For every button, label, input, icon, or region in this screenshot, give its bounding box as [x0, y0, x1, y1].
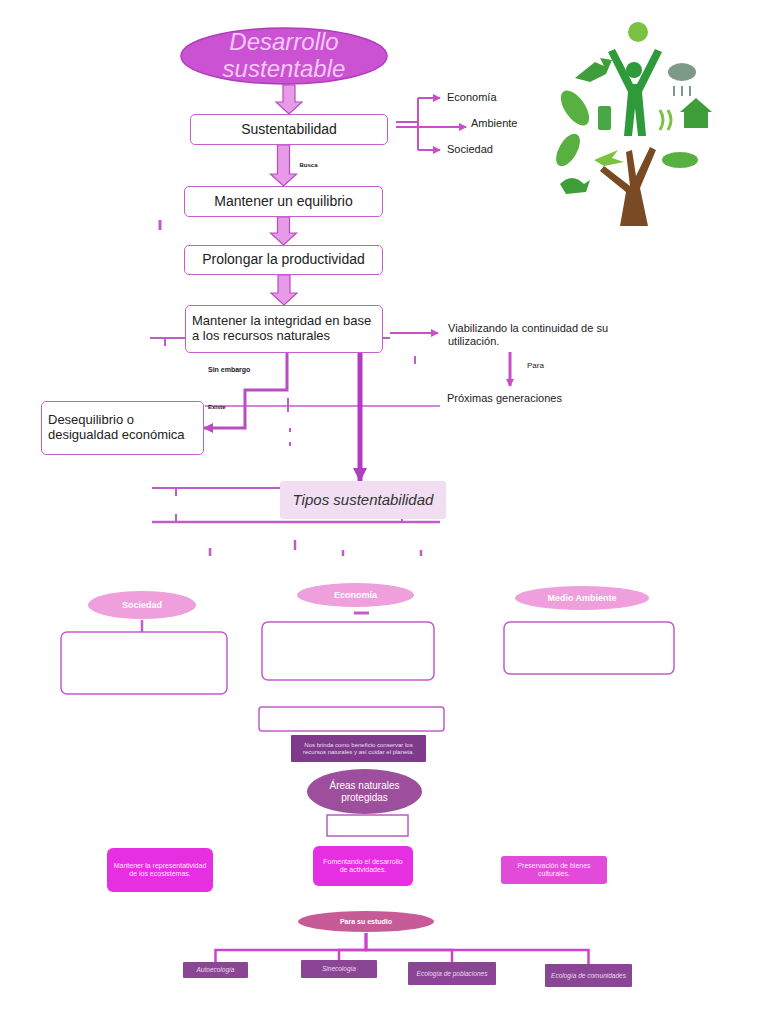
ecology-box: Ecología de comunidades	[545, 964, 632, 987]
node-text: Preservación de bienes culturales.	[507, 862, 601, 878]
node-text: Autoecología	[197, 966, 235, 973]
edge-label: Existe	[208, 404, 226, 411]
topic-ellipse: Áreas naturales protegidas	[306, 768, 423, 815]
note-box: Nos brinda como beneficio conservar los …	[291, 735, 426, 762]
leaf-icon	[551, 130, 585, 170]
empty-box	[262, 622, 434, 680]
branch-arrow	[396, 126, 466, 128]
objective-box: Mantener la representatividad de los eco…	[107, 848, 213, 892]
ecology-box: Sinecología	[301, 960, 377, 978]
category-ellipse: Medio Ambiente	[514, 585, 650, 611]
ecology-box: Ecología de poblaciones	[408, 962, 496, 985]
branch-arrow	[418, 149, 440, 151]
node-text: Áreas naturales protegidas	[316, 780, 413, 802]
ellipse-shape	[297, 583, 414, 607]
branch-arrow	[418, 97, 440, 99]
rain-icon	[674, 86, 690, 96]
node-text: Mantener la representatividad de los eco…	[113, 862, 207, 878]
connector-stub	[141, 620, 144, 632]
band-line	[152, 521, 440, 524]
cloud-icon	[668, 63, 696, 81]
annotation-label: Para	[527, 361, 567, 371]
node-text: Nos brinda como beneficio conservar los …	[297, 742, 420, 755]
tick-mark	[159, 220, 162, 230]
node-text: Desarrollo sustentable	[190, 29, 378, 83]
empty-box	[61, 632, 227, 694]
empty-box	[327, 815, 408, 836]
annotation-label: Próximas generaciones	[447, 392, 622, 405]
objective-box: Fomentando el desarrollo de actividades.	[313, 846, 413, 886]
leader-arrow	[390, 332, 438, 334]
ellipse-shape	[515, 586, 649, 610]
leaf-icon	[662, 152, 698, 168]
ellipse-shape	[298, 911, 434, 932]
category-ellipse: Sociedad	[87, 590, 197, 620]
annotation-label: Ambiente	[471, 117, 561, 130]
tick-marks	[210, 540, 421, 556]
process-box: Prolongar la productividad	[184, 245, 383, 275]
house-icon	[680, 98, 712, 128]
objective-box: Preservación de bienes culturales.	[501, 856, 607, 884]
lizard-icon	[594, 150, 624, 166]
connector-arrow	[271, 217, 297, 245]
edge-label: Busca	[300, 162, 318, 169]
connector-arrow	[276, 85, 302, 114]
stray-line	[205, 405, 440, 407]
leaf-icon	[555, 86, 594, 130]
bottle-icon	[598, 106, 611, 130]
wave-icon	[660, 110, 671, 130]
node-text: Desequilibrio o desigualdad económica	[48, 413, 197, 442]
tree-illustration	[551, 22, 712, 226]
process-box: Mantener la integridad en base a los rec…	[185, 305, 383, 353]
annotation-label: Economía	[447, 91, 537, 104]
process-box: Desequilibrio o desigualdad económica	[41, 401, 204, 455]
node-text: Sinecología	[322, 965, 356, 972]
connector-arrow	[204, 353, 287, 428]
connector-arrow	[271, 145, 297, 186]
deer-icon	[575, 58, 612, 82]
node-text: Sustentabilidad	[241, 122, 337, 138]
node-text: Para su estudio	[340, 918, 392, 926]
connector-arrow	[366, 933, 589, 964]
node-text: Mantener la integridad en base a los rec…	[192, 314, 376, 343]
heading-band: Tipos sustentabilidad	[280, 481, 446, 519]
connector-arrow	[339, 933, 366, 960]
empty-box	[504, 622, 674, 674]
branch-line	[396, 98, 418, 150]
node-text: Fomentando el desarrollo de actividades.	[319, 858, 407, 874]
connector-stub	[354, 612, 369, 615]
ellipse-shape	[88, 591, 196, 619]
empty-box	[259, 707, 444, 731]
leader-arrow	[509, 352, 512, 386]
ellipse-shape	[307, 769, 422, 814]
person-figure	[608, 49, 662, 136]
node-text: Prolongar la productividad	[202, 252, 365, 268]
process-box: Mantener un equilibrio	[184, 186, 383, 217]
title-ellipse: Desarrollo sustentable	[180, 27, 388, 85]
study-ellipse: Para su estudio	[297, 910, 435, 933]
node-text: Economía	[334, 590, 377, 600]
annotation-label: Sociedad	[447, 143, 537, 156]
node-text: Mantener un equilibrio	[214, 194, 353, 210]
ecology-box: Autoecología	[183, 962, 248, 978]
connector-arrow	[358, 353, 363, 481]
connector-arrow	[216, 933, 367, 962]
connector-arrow	[366, 933, 452, 962]
ellipse-shape	[181, 28, 387, 84]
bird-icon	[560, 178, 590, 194]
annotation-label: Sin embargo	[208, 366, 278, 374]
decor-lines	[61, 220, 674, 836]
node-text: Tipos sustentabilidad	[293, 492, 434, 509]
node-text: Ecología de comunidades	[551, 972, 626, 979]
process-box: Sustentabilidad	[190, 114, 388, 145]
connector-arrow	[271, 275, 297, 305]
tick-marks	[288, 398, 290, 446]
annotation-label: Viabilizando la continuidad de su utiliz…	[448, 322, 623, 348]
node-text: Sociedad	[122, 600, 162, 610]
node-text: Ecología de poblaciones	[417, 970, 488, 977]
category-ellipse: Economía	[296, 582, 415, 608]
node-text: Medio Ambiente	[547, 593, 616, 603]
apple-icon	[628, 22, 648, 42]
